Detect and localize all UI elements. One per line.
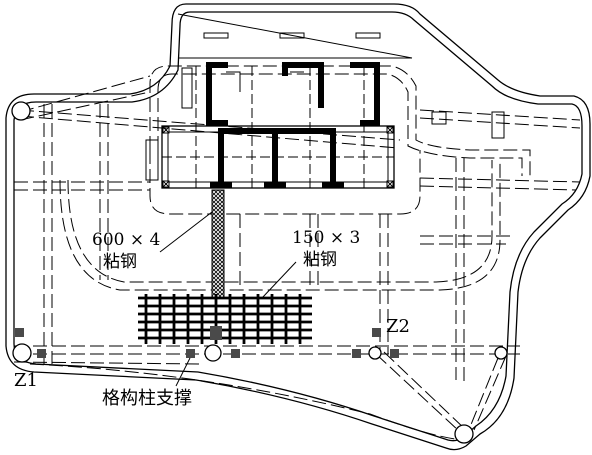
label-z1: Z1 <box>14 370 38 391</box>
top-band <box>177 13 413 59</box>
label-600x4: 600 × 4 <box>92 230 161 250</box>
dashed-grid <box>13 75 581 441</box>
inner-dashed-boundary <box>149 65 531 215</box>
label-150x3: 150 × 3 <box>292 228 361 248</box>
lattice-grid <box>138 294 312 344</box>
hatched-connector <box>211 189 225 299</box>
thick-walls <box>206 62 380 188</box>
label-z2: Z2 <box>386 316 410 337</box>
leader-lines <box>159 211 297 387</box>
small-details <box>145 67 505 181</box>
outer-boundary <box>5 3 591 451</box>
label-600x4-sub: 粘钢 <box>103 252 137 272</box>
lattice-anchor <box>210 326 222 340</box>
label-150x3-sub: 粘钢 <box>303 250 337 270</box>
column-circles <box>11 101 508 444</box>
support-squares <box>15 328 399 358</box>
label-lattice-support: 格构柱支撑 <box>102 388 192 409</box>
